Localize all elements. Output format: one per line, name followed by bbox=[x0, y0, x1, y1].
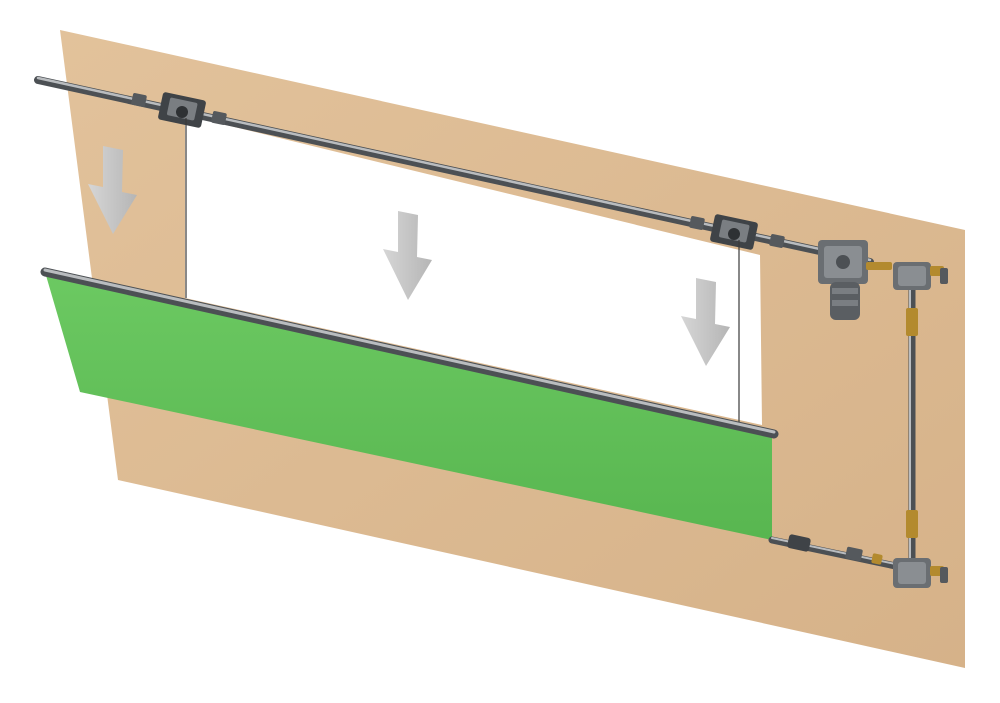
down-arrow-icon bbox=[681, 278, 730, 366]
down-arrow-icon bbox=[383, 211, 432, 300]
cable-drum-left bbox=[158, 92, 206, 128]
lower-drive-shaft bbox=[768, 534, 909, 572]
vertical-drive-shaft bbox=[906, 282, 918, 560]
gearbox-bottom bbox=[893, 558, 948, 588]
lift-cables bbox=[185, 118, 740, 422]
gear-motor bbox=[818, 240, 892, 320]
curtain-bar bbox=[40, 267, 779, 439]
down-arrow-icon bbox=[88, 146, 137, 234]
shaft-couplings bbox=[131, 93, 785, 248]
green-curtain bbox=[45, 272, 772, 540]
cable-drum-right bbox=[710, 214, 758, 250]
gearbox-top bbox=[893, 262, 948, 290]
